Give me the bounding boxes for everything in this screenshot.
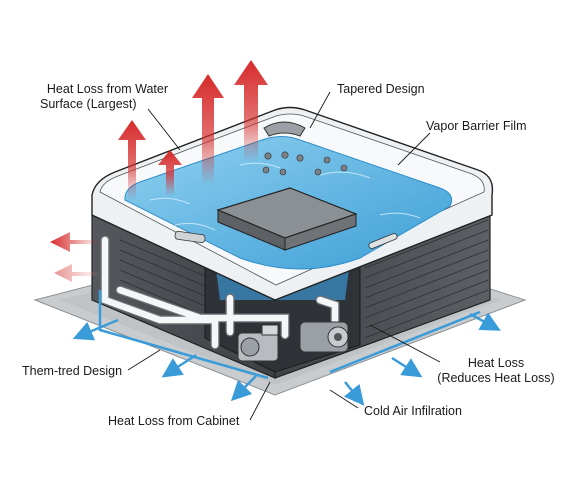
heat-arrow-4 [234,60,268,162]
label-them-tred-design: Them-tred Design [22,364,123,378]
water-ripples [149,162,421,231]
cold-air-arrows [72,290,501,406]
label-heat-loss-right: Heat Loss (Reduces Heat Loss) [436,356,556,386]
headrest-pillow [263,121,306,137]
jets [262,151,348,176]
cabinet-right-slats [364,219,489,339]
side-grab-handle [368,233,398,249]
heat-arrow-side-2 [54,264,100,282]
label-heat-loss-cabinet: Heat Loss from Cabinet [108,414,240,428]
label-cold-air: Cold Air Infilration [364,404,462,418]
heat-loss-arrows [50,60,268,282]
heat-arrow-2 [158,150,182,196]
leader-lines [127,91,441,421]
center-cover-block [216,187,358,251]
label-tapered-design: Tapered Design [337,82,425,96]
label-heat-loss-right-line1: Heat Loss [467,356,525,370]
control-panel [174,230,206,244]
label-heat-loss-surface: Heat Loss from Water Surface (Largest) [18,82,168,112]
pump-left [237,324,279,362]
pump-right [299,321,349,353]
heat-arrow-3 [192,74,224,185]
cabinet-left-slats [119,239,206,317]
label-heat-loss-surface-line2: Surface (Largest) [40,97,137,111]
heat-arrow-side-1 [50,232,100,252]
label-heat-loss-right-line2: (Reduces Heat Loss) [437,371,555,385]
heat-arrow-1 [118,120,146,200]
label-vapor-barrier: Vapor Barrier Film [426,119,527,133]
label-heat-loss-surface-line1: Heat Loss from Water [46,82,168,96]
